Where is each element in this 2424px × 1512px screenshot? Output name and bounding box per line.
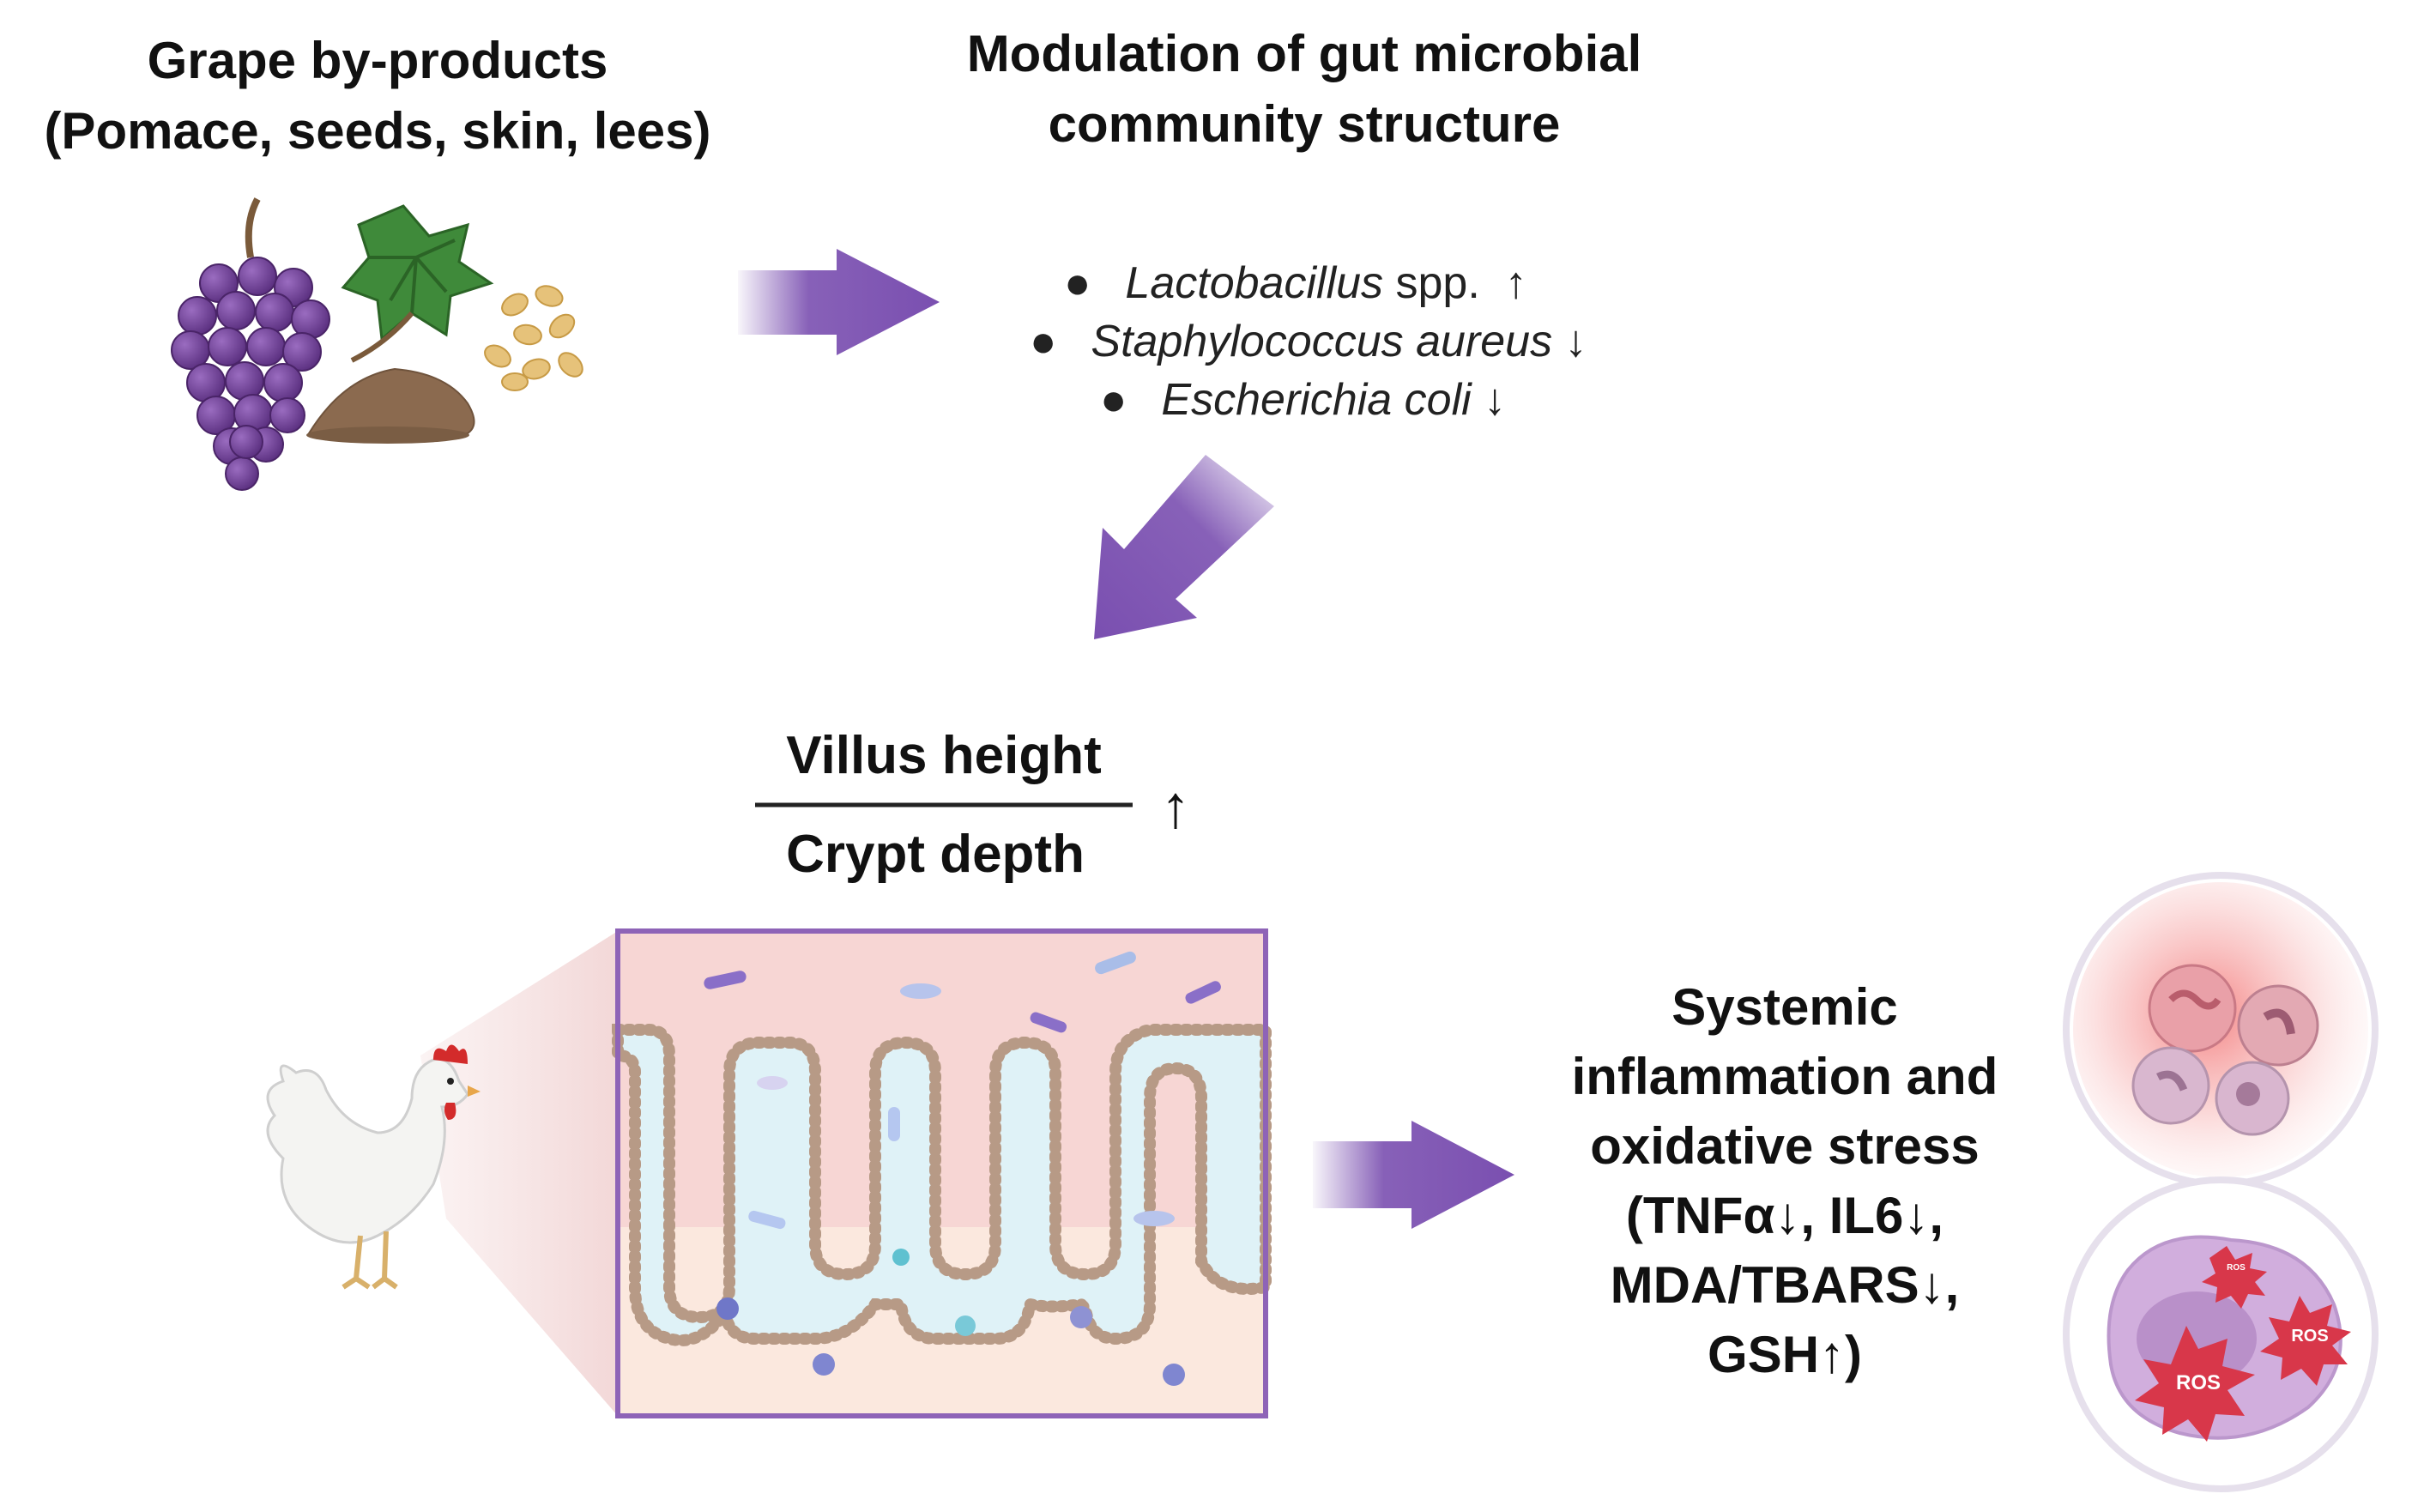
chicken-icon [266,1044,481,1290]
intestine-section [612,928,1272,1418]
ros-cell-circle [2063,1176,2379,1492]
source-title-line2: (Pomace, seeds, skin, lees) [44,102,711,160]
source-title: Grape by-products (Pomace, seeds, skin, … [0,26,755,166]
pomace-pile-icon [306,367,475,444]
microbiota-item-staphylococcus: ● Staphylococcus aureus ↓ [1030,312,1587,371]
microbiota-title: Modulation of gut microbial community st… [910,19,1699,160]
villus-height-label: Villus height [786,726,1102,785]
ros-label-right: ROS [2291,1327,2329,1346]
microbe-name: Lactobacillus [1125,258,1384,308]
systemic-line-4: (TNFα↓, IL6↓, [1625,1187,1944,1244]
systemic-line-6: GSH↑) [1708,1326,1862,1383]
systemic-effects-text: Systemic inflammation and oxidative stre… [1510,972,2059,1389]
trend-arrow: ↓ [1564,317,1587,366]
intestine-frame [615,928,1268,1418]
ros-burst-right [2260,1296,2351,1386]
systemic-line-2: inflammation and [1571,1048,1998,1105]
trend-arrow: ↑ [1504,258,1527,308]
grape-cluster-icon [171,197,330,491]
bacteria [704,951,1221,1386]
microbe-name: Escherichia coli [1161,375,1472,425]
inflammatory-cells-circle [2063,872,2379,1188]
grape-seeds-icon [484,285,583,391]
zoom-cone [420,931,618,1416]
villi [612,1024,1272,1346]
microbiota-item-escherichia: ● Escherichia coli ↓ [1100,371,1506,429]
bullet-dot: ● [1064,258,1091,308]
bullet-dot: ● [1100,375,1127,425]
systemic-line-1: Systemic [1671,978,1898,1036]
microbiota-title-line2: community structure [1048,95,1561,153]
arrow-down-left [1094,455,1274,639]
trend-arrow: ↓ [1484,375,1507,425]
microbe-suffix: spp. [1383,258,1480,308]
source-title-line1: Grape by-products [147,32,608,89]
ros-burst-top [2202,1246,2267,1309]
ros-label-left: ROS [2175,1371,2221,1394]
ros-label-top: ROS [2227,1263,2246,1273]
systemic-line-3: oxidative stress [1590,1117,1980,1175]
arrow-right-top [738,249,940,355]
crypt-depth-label: Crypt depth [786,825,1085,884]
arrow-right-bottom [1313,1121,1514,1229]
systemic-line-5: MDA/TBARS↓, [1610,1256,1960,1314]
microbiota-title-line1: Modulation of gut microbial [966,25,1642,82]
ratio-arrow: ↑ [1160,773,1191,840]
microbiota-item-lactobacillus: ● Lactobacillus spp. ↑ [1064,254,1527,312]
bullet-dot: ● [1030,317,1057,366]
microbe-name: Staphylococcus aureus [1091,317,1553,366]
ros-burst-left [2135,1326,2255,1442]
grape-leaf-icon [341,204,494,363]
